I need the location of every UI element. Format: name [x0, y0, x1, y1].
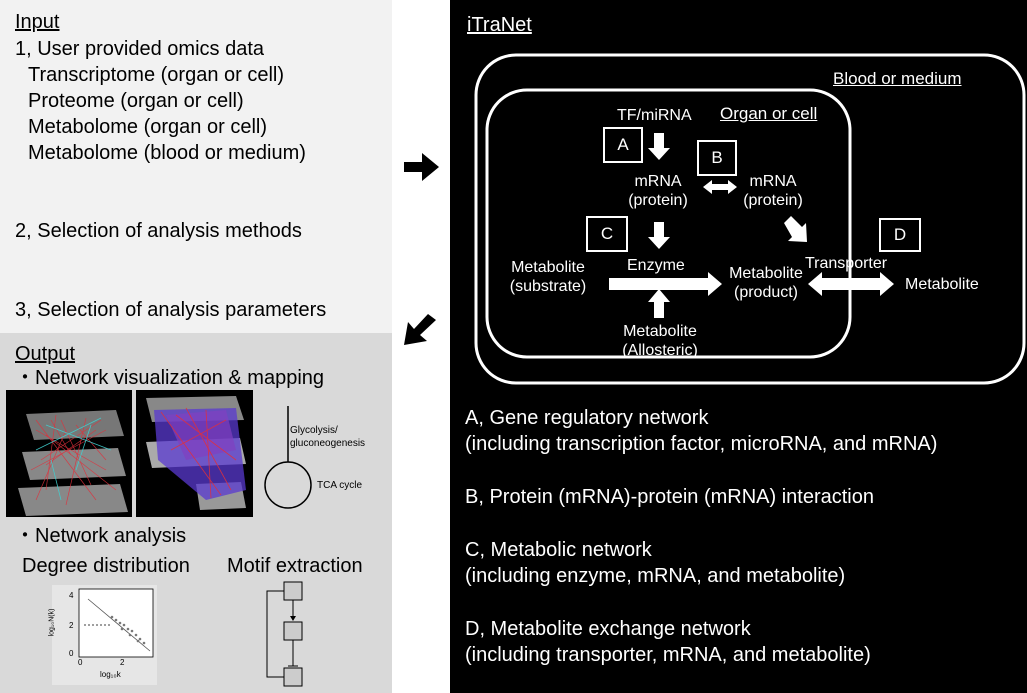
description-d: D, Metabolite exchange network (includin…: [465, 618, 871, 666]
itranet-diagram: [474, 53, 1026, 385]
description-b: B, Protein (mRNA)-protein (mRNA) interac…: [465, 486, 874, 508]
arrow-right-icon: [404, 153, 439, 181]
description-c: C, Metabolic network (including enzyme, …: [465, 539, 846, 587]
box-a: A: [603, 127, 643, 163]
network-3d-graphic: [18, 410, 128, 516]
description-a: A, Gene regulatory network (including tr…: [465, 407, 938, 455]
y-axis-label: log₁₀N(k): [48, 608, 56, 637]
metabolite-out-label: Metabolite: [905, 276, 979, 293]
input-sub-item: Metabolome (blood or medium): [28, 142, 306, 164]
x-tick: 0: [78, 658, 83, 667]
degree-distribution-plot: 4 2 0 0 2 log₁₀N(k) log₁₀k: [48, 585, 157, 685]
input-sub-item: Transcriptome (organ or cell): [28, 64, 285, 86]
input-sub-item: Metabolome (organ or cell): [28, 116, 267, 138]
arrow-down-left-icon: [404, 314, 436, 345]
y-tick: 4: [69, 591, 74, 600]
itranet-panel: [450, 0, 1027, 693]
input-heading: Input: [15, 11, 60, 33]
pathway-graphic: [264, 406, 312, 509]
output-heading: Output: [15, 343, 76, 365]
product-label: Metabolite (product): [729, 265, 803, 301]
x-axis-label: log₁₀k: [100, 670, 121, 679]
box-b: B: [697, 140, 737, 176]
blood-medium-label: Blood or medium: [833, 69, 962, 88]
tca-cycle-label: TCA cycle: [317, 480, 363, 491]
allosteric-label: Metabolite (Allosteric): [622, 323, 698, 359]
input-panel: [0, 0, 392, 333]
input-item-2: 2, Selection of analysis methods: [15, 220, 302, 242]
motif-extraction-label: Motif extraction: [227, 555, 363, 577]
degree-distribution-label: Degree distribution: [22, 555, 190, 577]
input-sub-item: Proteome (organ or cell): [28, 90, 244, 112]
mrna-protein-label: mRNA (protein): [743, 173, 803, 209]
itranet-title: iTraNet: [467, 14, 532, 36]
substrate-label: Metabolite (substrate): [509, 259, 587, 295]
y-tick: 2: [69, 621, 74, 630]
box-d: D: [879, 218, 921, 252]
mrna-protein-label: mRNA (protein): [628, 173, 688, 209]
output-bullet-visualization: ・Network visualization & mapping: [15, 367, 325, 389]
network-3d-thumbnail: [6, 390, 132, 517]
input-item-1: 1, User provided omics data: [15, 38, 265, 60]
network-mapping-graphic: [146, 396, 246, 510]
pathway-schematic: Glycolysis/ gluconeogenesis TCA cycle: [262, 400, 392, 510]
organ-cell-label: Organ or cell: [720, 104, 818, 123]
transporter-label: Transporter: [805, 255, 888, 272]
x-tick: 2: [120, 658, 125, 667]
tf-mirna-label: TF/miRNA: [617, 107, 692, 124]
y-tick: 0: [69, 649, 74, 658]
degree-plot-graphic: [78, 588, 154, 658]
network-mapping-thumbnail: [136, 390, 253, 517]
input-item-3: 3, Selection of analysis parameters: [15, 299, 327, 321]
enzyme-label: Enzyme: [627, 257, 685, 274]
motif-graphic: [266, 581, 303, 687]
box-c: C: [586, 216, 628, 252]
glycolysis-label: Glycolysis/ gluconeogenesis: [290, 425, 366, 449]
output-bullet-analysis: ・Network analysis: [15, 525, 187, 547]
